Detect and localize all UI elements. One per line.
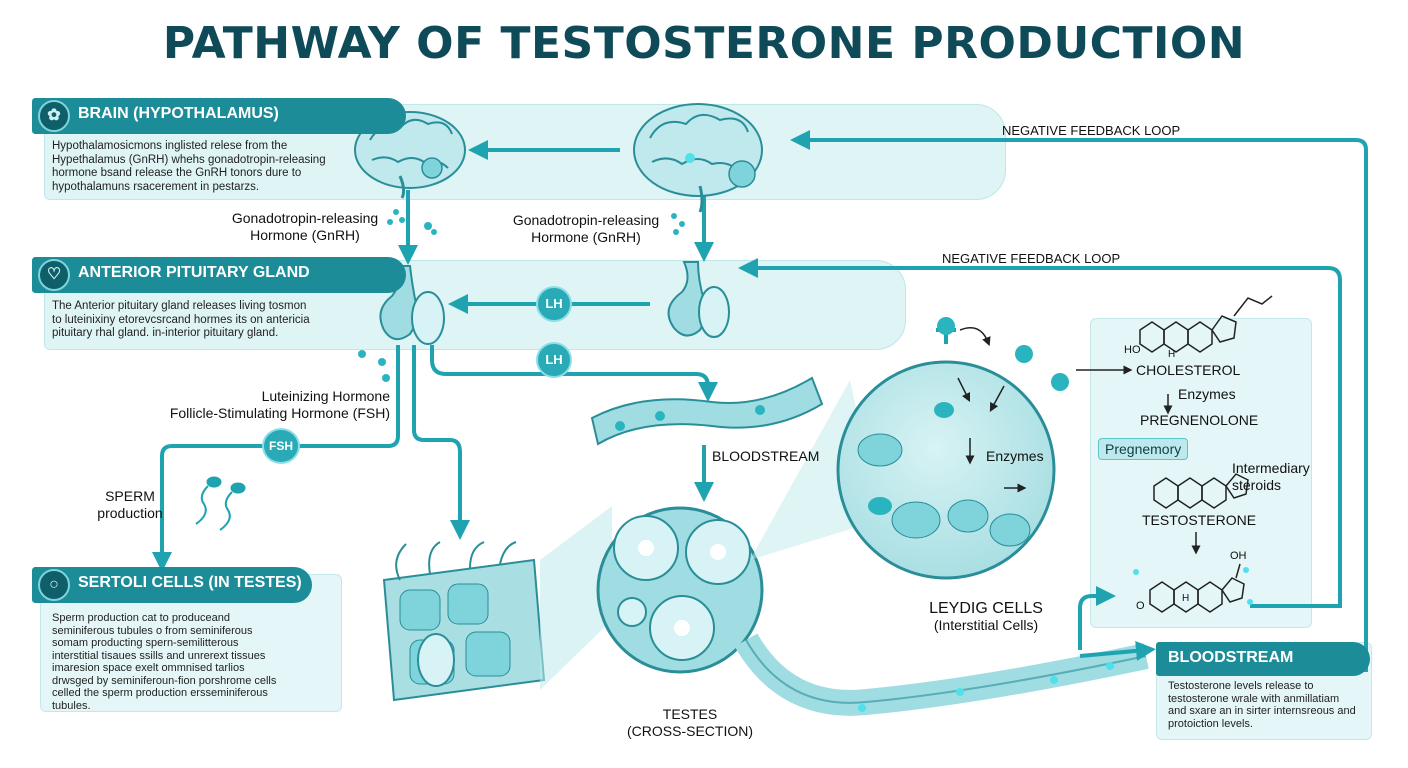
- label-line: Follicle-Stimulating Hormone (FSH): [169, 405, 390, 421]
- h-label: H: [1168, 349, 1176, 360]
- enzymes-label: Enzymes: [1178, 386, 1236, 402]
- blood-vessel-illustration: [590, 376, 824, 446]
- label-line: (CROSS-SECTION): [627, 723, 753, 739]
- text-line: Hypethalamus (GnRH) whehs gonadotropin-r…: [52, 153, 326, 166]
- bloodstream-label: BLOODSTREAM: [712, 448, 820, 464]
- pituitary-header: ♡ ANTERIOR PITUITARY GLAND: [32, 257, 406, 293]
- text-line: drwsged by seminiferoun-fion porshrome c…: [52, 674, 277, 687]
- feedback-top-label: NEGATIVE FEEDBACK LOOP: [1002, 123, 1181, 138]
- sertoli-header: ○ SERTOLI CELLS (IN TESTES): [32, 567, 312, 603]
- testosterone-structure: [1149, 563, 1245, 613]
- enzymes-cell-label: Enzymes: [986, 448, 1044, 464]
- label-line: Intermediary: [1232, 460, 1310, 476]
- label-line: Hormone (GnRH): [531, 229, 641, 245]
- text-line: Hypothalamosicmons inglisted relese from…: [52, 140, 288, 152]
- pregnemory-chip: Pregnemory: [1098, 438, 1189, 460]
- brain-right-illustration: [633, 103, 763, 213]
- hormone-dots: [358, 209, 685, 382]
- label-line: (Interstitial Cells): [933, 617, 1039, 633]
- arrow-to-synthesis: [1078, 586, 1116, 650]
- intermediary-label: Intermediary steroids: [1232, 460, 1310, 494]
- text-line: and sxare an in sirter internsreous and: [1168, 705, 1356, 717]
- pituitary-right-illustration: [667, 261, 730, 338]
- testes-vessel-outline: [745, 639, 1147, 704]
- cholesterol-label: CHOLESTEROL: [1136, 362, 1241, 378]
- label-line: Hormone (GnRH): [250, 227, 360, 243]
- pituitary-left-illustration: [379, 265, 445, 345]
- text-line: testosterone wrale with anmillatiam: [1168, 692, 1340, 705]
- seminiferous-tissue-illustration: [382, 541, 546, 702]
- feedback-loop-inner: [738, 258, 1342, 608]
- lh-fsh-label: Luteinizing Hormone Follicle-Stimulating…: [150, 388, 390, 422]
- h-label-2: H: [1182, 593, 1190, 604]
- text-line: interstitial tisaues ssills and unrerext…: [52, 649, 266, 662]
- testosterone-label: TESTOSTERONE: [1142, 512, 1257, 528]
- label-line: production: [97, 505, 163, 521]
- cells-icon: ○: [38, 569, 70, 601]
- lh-bottom-bubble: LH: [536, 342, 572, 378]
- pituitary-title: ANTERIOR PITUITARY GLAND: [78, 264, 310, 281]
- lh-top-bubble: LH: [536, 286, 572, 322]
- bloodstream-header: BLOODSTREAM: [1156, 642, 1370, 676]
- glow-dots: [858, 567, 1253, 712]
- gnrh-label-left: Gonadotropin-releasing Hormone (GnRH): [210, 210, 400, 244]
- arrow-lh-bottom: [430, 345, 718, 402]
- cholesterol-structure: [1139, 295, 1273, 353]
- fsh-bubble: FSH: [262, 428, 300, 464]
- gnrh-label-right: Gonadotropin-releasing Hormone (GnRH): [496, 212, 676, 246]
- oh-label: OH: [1230, 550, 1247, 562]
- hypothalamus-header: ✿ BRAIN (HYPOTHALAMUS): [32, 98, 406, 134]
- arrow-blood-out: [1079, 640, 1156, 661]
- o-label: O: [1136, 600, 1145, 612]
- text-line: hypothalamuns rsacerement in pestarzs.: [52, 180, 260, 193]
- feedback-mid-label: NEGATIVE FEEDBACK LOOP: [942, 251, 1121, 266]
- hypothalamus-title: BRAIN (HYPOTHALAMUS): [78, 105, 279, 122]
- leydig-label: LEYDIG CELLS (Interstitial Cells): [906, 600, 1066, 634]
- label-line: LEYDIG CELLS: [929, 600, 1043, 617]
- text-line: hormone bsand release the GnRH tonors du…: [52, 167, 302, 179]
- text-line: celled the sperm production ersseminifer…: [52, 687, 268, 699]
- text-line: tubules.: [52, 699, 91, 712]
- text-line: to luteinixiny etorevcsrcand hormes its …: [52, 313, 310, 326]
- gland-icon: ♡: [38, 259, 70, 291]
- ho-label: HO: [1124, 344, 1141, 356]
- leydig-cell-illustration: [836, 317, 1069, 580]
- text-line: Testosterone levels release to: [1168, 680, 1314, 692]
- label-line: Gonadotropin-releasing: [512, 212, 660, 228]
- intermediary-structure: [1153, 473, 1249, 509]
- pituitary-text: The Anterior pituitary gland releases li…: [52, 300, 372, 341]
- text-line: Sperm production cat to produceand: [52, 612, 230, 624]
- pregnenolone-label: PREGNENOLONE: [1140, 412, 1259, 428]
- bloodstream-text: Testosterone levels release to testoster…: [1168, 680, 1366, 730]
- page-title: PATHWAY OF TESTOSTERONE PRODUCTION: [162, 18, 1246, 69]
- text-line: imaresion space exelt ommnised tarlios: [52, 662, 245, 674]
- bloodstream-title: BLOODSTREAM: [1168, 649, 1294, 666]
- testes-illustration: [596, 506, 764, 674]
- testes-label: TESTES (CROSS-SECTION): [620, 706, 760, 740]
- sertoli-text: Sperm production cat to produceand semin…: [52, 612, 332, 712]
- feedback-loop-outer: [790, 130, 1368, 672]
- zoom-cone-left: [540, 506, 612, 690]
- label-line: steroids: [1232, 477, 1282, 493]
- sperm-illustration: [195, 476, 246, 531]
- text-line: seminiferous tubules o from seminiferous: [52, 624, 253, 637]
- text-line: The Anterior pituitary gland releases li…: [52, 300, 307, 312]
- sertoli-title: SERTOLI CELLS (IN TESTES): [78, 574, 302, 591]
- brain-icon: ✿: [38, 100, 70, 132]
- sperm-label: SPERM production: [90, 488, 170, 522]
- label-line: SPERM: [105, 488, 155, 504]
- label-line: Gonadotropin-releasing: [231, 210, 379, 226]
- text-line: pituitary rhal gland. in-interior pituit…: [52, 327, 279, 339]
- arrow-to-sertoli: [412, 345, 470, 540]
- text-line: somam producting spern-semilitterous: [52, 637, 239, 649]
- label-line: TESTES: [662, 706, 718, 722]
- label-line: Luteinizing Hormone: [261, 388, 390, 404]
- hypothalamus-text: Hypothalamosicmons inglisted relese from…: [52, 140, 372, 194]
- text-line: protoiction levels.: [1168, 717, 1253, 730]
